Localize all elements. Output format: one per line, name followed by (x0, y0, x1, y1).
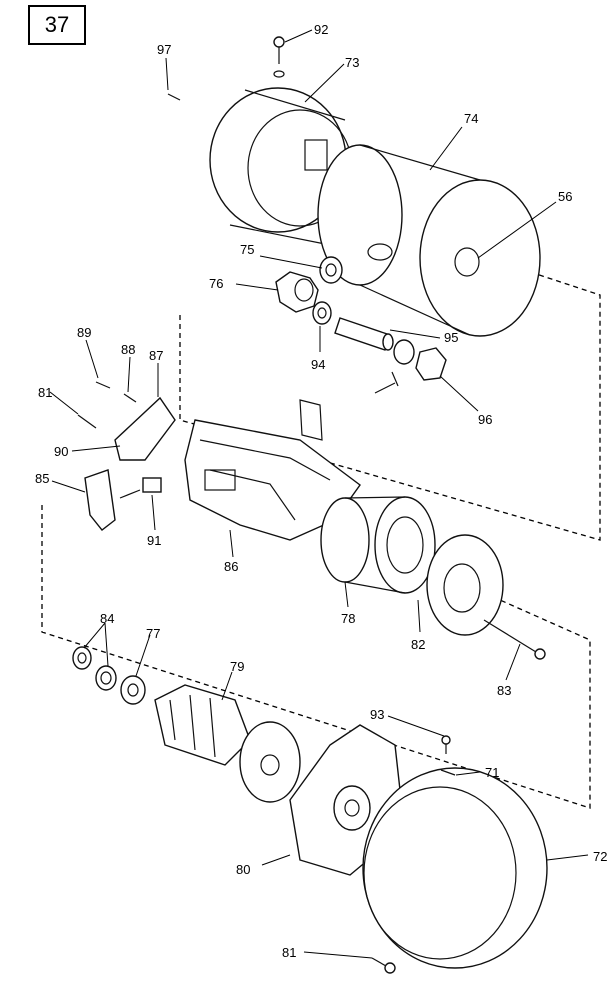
callout-87: 87 (149, 348, 163, 363)
page-number: 37 (28, 5, 86, 45)
part-84-washers (72, 646, 117, 691)
callout-94: 94 (311, 357, 325, 372)
part-93-screw (441, 735, 451, 754)
callout-labels: 92 97 73 74 56 75 76 95 94 96 89 88 87 8… (35, 22, 607, 960)
upper-assembly-boundary (179, 261, 601, 541)
callout-74: 74 (464, 111, 478, 126)
part-76-nut (275, 271, 319, 313)
part-85-trigger (84, 469, 116, 531)
callout-56: 56 (558, 189, 572, 204)
callout-76: 76 (209, 276, 223, 291)
part-79-armature (154, 684, 301, 803)
part-77-bearing (120, 675, 146, 705)
callout-83: 83 (497, 683, 511, 698)
callout-95: 95 (444, 330, 458, 345)
part-86-handle-housing (184, 399, 361, 541)
callout-88: 88 (121, 342, 135, 357)
leader-lines (49, 29, 589, 959)
lower-assembly-boundary (41, 505, 591, 809)
part-switch-assembly (77, 381, 176, 461)
part-96-fitting (374, 339, 447, 394)
callout-80: 80 (236, 862, 250, 877)
part-81-lower-screw (371, 957, 396, 974)
callout-82: 82 (411, 637, 425, 652)
callout-96: 96 (478, 412, 492, 427)
part-82-end-plate (426, 534, 504, 636)
part-72-fan-cover (362, 767, 548, 969)
part-74-motor-housing (317, 144, 541, 337)
callout-90: 90 (54, 444, 68, 459)
callout-86: 86 (224, 559, 238, 574)
callout-97: 97 (157, 42, 171, 57)
callout-71: 71 (485, 765, 499, 780)
callout-93: 93 (370, 707, 384, 722)
callout-77: 77 (146, 626, 160, 641)
callout-91: 91 (147, 533, 161, 548)
callout-85: 85 (35, 471, 49, 486)
part-92-screw (273, 36, 285, 78)
callout-72: 72 (593, 849, 607, 864)
part-71-clip (440, 769, 456, 776)
part-94-washer (312, 301, 332, 325)
callout-89: 89 (77, 325, 91, 340)
part-95-sleeve (334, 317, 394, 351)
part-75-washer (319, 256, 343, 284)
callout-73: 73 (345, 55, 359, 70)
part-78-stator (320, 496, 436, 594)
callout-81-lower: 81 (282, 945, 296, 960)
part-97-pin (167, 93, 181, 101)
part-91-brush-holder (119, 477, 162, 499)
callout-81-upper: 81 (38, 385, 52, 400)
callout-79: 79 (230, 659, 244, 674)
part-83-screw (483, 619, 546, 660)
callout-92: 92 (314, 22, 328, 37)
callout-78: 78 (341, 611, 355, 626)
callout-75: 75 (240, 242, 254, 257)
callout-84: 84 (100, 611, 114, 626)
